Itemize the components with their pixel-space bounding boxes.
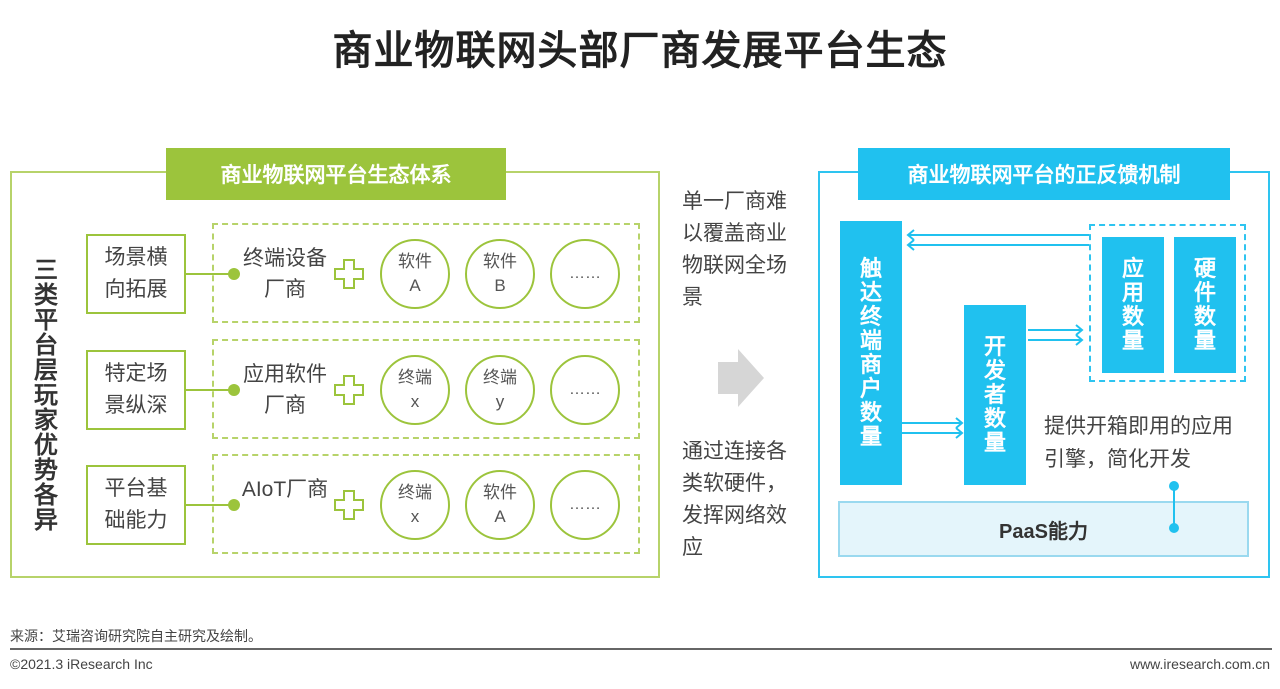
item-line2: y [495,392,505,411]
item-line1: 软件 [483,483,517,502]
footer-divider [10,648,1272,650]
connector-dot [228,268,240,280]
item-line1: 软件 [398,252,432,271]
page-title: 商业物联网头部厂商发展平台生态 [332,29,948,73]
item-circle: 终端 y [465,355,535,425]
middle-top-text: 单一厂商难以覆盖商业物联网全场景 [682,190,787,309]
apps-label: 应用数量 [1121,256,1144,353]
item-circle-more: …… [550,470,620,540]
vendor-label: AIoT厂商 [241,478,329,501]
vendor-label: 应用软件厂商 [243,363,327,417]
hardware-label: 硬件数量 [1193,256,1216,353]
item-line2: A [409,276,421,295]
item-line1: …… [569,381,601,398]
engine-connector [1169,481,1179,533]
terminal-merchants-bar: 触达终端商户数量 [840,221,902,485]
source-note: 来源：艾瑞咨询研究院自主研究及绘制。 [10,628,262,644]
item-circle: 软件 A [465,470,535,540]
category-label: 场景横向拓展 [104,246,168,301]
terminal-merchants-label: 触达终端商户数量 [859,256,882,449]
item-line2: A [494,507,506,526]
vendor-row [212,223,640,323]
vendor-row [212,339,640,439]
category-box: 场景横向拓展 [86,234,186,314]
connector-dot [228,384,240,396]
apps-box: 应用数量 [1102,237,1164,373]
plus-icon [334,259,364,289]
paas-box: PaaS能力 [838,501,1249,557]
item-line1: …… [569,496,601,513]
engine-description: 提供开箱即用的应用引擎，简化开发 [1044,415,1233,471]
connector-dot [228,499,240,511]
copyright: ©2021.3 iResearch Inc [10,656,153,672]
middle-bottom-text: 通过连接各类软硬件，发挥网络效应 [682,440,787,559]
feedback-arrows [902,229,1089,439]
item-circle-more: …… [550,355,620,425]
item-line1: 终端 [398,483,432,502]
apps-hardware-group [1089,224,1246,382]
right-arrow-icon [718,349,764,407]
developers-bar: 开发者数量 [964,305,1026,485]
plus-icon [334,375,364,405]
item-line1: 软件 [483,252,517,271]
item-line1: 终端 [398,368,432,387]
item-line2: x [410,507,420,526]
connector-line [186,389,234,391]
website-link[interactable]: www.iresearch.com.cn [1129,656,1270,672]
item-line1: 终端 [483,368,517,387]
vendor-row [212,454,640,554]
item-line2: B [494,276,506,295]
player-types-label: 三类平台层玩家优势各异 [34,257,58,534]
item-line2: x [410,392,420,411]
category-label: 平台基础能力 [104,477,168,532]
developers-label: 开发者数量 [983,334,1006,455]
item-circle-more: …… [550,239,620,309]
item-circle: 终端 x [380,355,450,425]
item-circle: 终端 x [380,470,450,540]
item-line1: …… [569,265,601,282]
category-label: 特定场景纵深 [104,362,168,417]
vendor-label: 终端设备厂商 [243,247,327,301]
item-circle: 软件 B [465,239,535,309]
connector-line [186,273,234,275]
feedback-panel-header: 商业物联网平台的正反馈机制 [858,148,1230,200]
item-circle: 软件 A [380,239,450,309]
category-box: 特定场景纵深 [86,350,186,430]
connector-line [186,504,234,506]
hardware-box: 硬件数量 [1174,237,1236,373]
plus-icon [334,490,364,520]
ecosystem-panel-header: 商业物联网平台生态体系 [166,148,506,200]
category-box: 平台基础能力 [86,465,186,545]
